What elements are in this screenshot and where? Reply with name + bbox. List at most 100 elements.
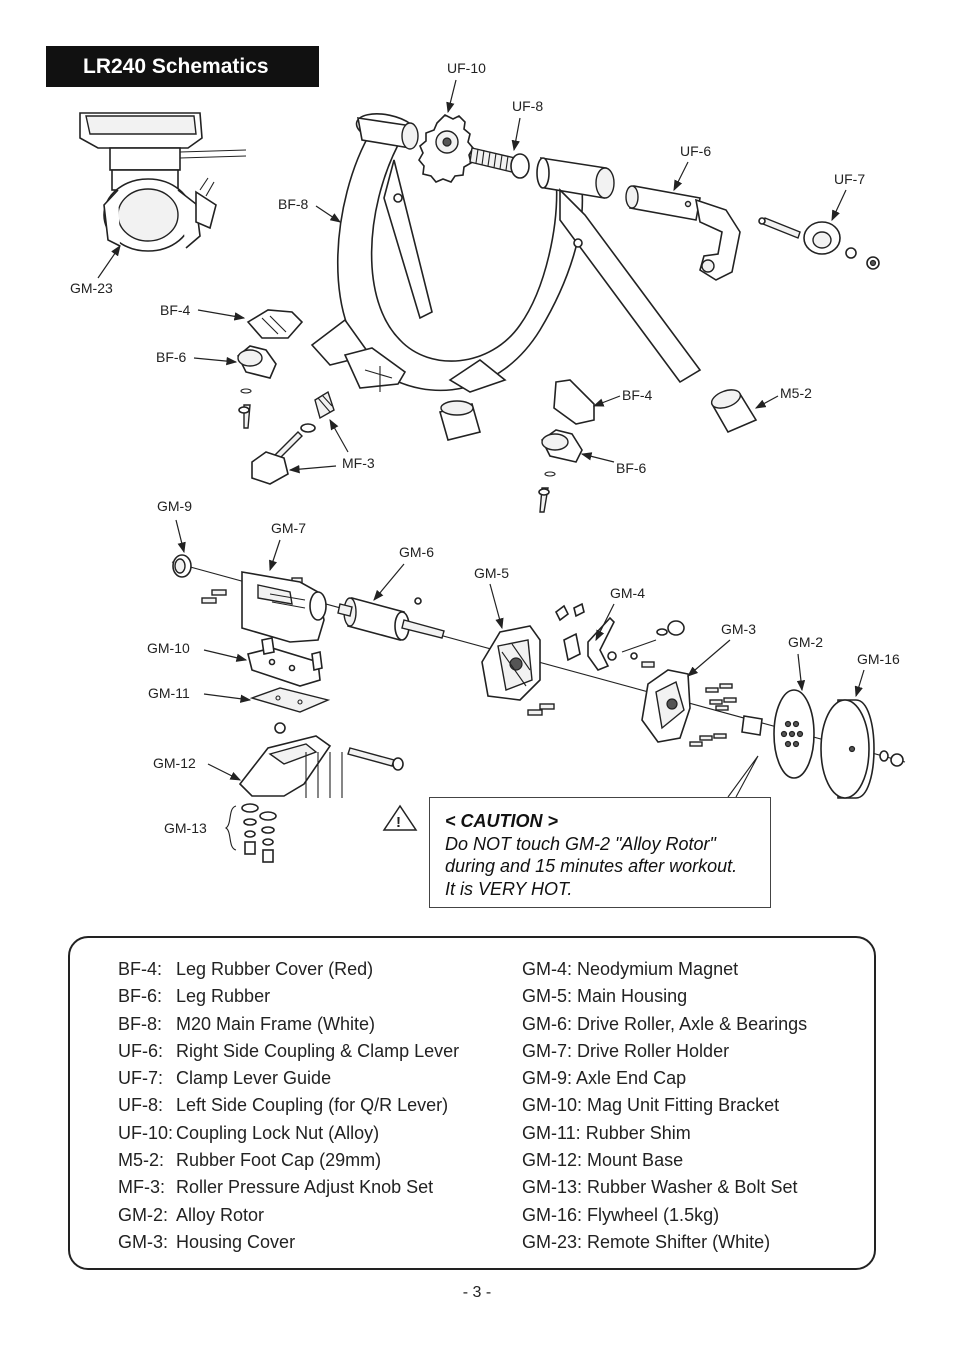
flywheel-drawing — [820, 699, 904, 799]
exploded-schematic: ! UF-10 UF-8 UF-6 UF-7 BF-8 GM-23 BF-4 B… — [70, 60, 906, 863]
part-code: GM-7: — [522, 1040, 573, 1061]
leg-rubber-right-drawing — [538, 379, 595, 513]
part-name: Mag Unit Fitting Bracket — [587, 1095, 780, 1116]
part-code: MF-3: — [118, 1177, 165, 1198]
list-item: BF-6: Leg Rubber — [118, 983, 459, 1010]
rubber-shim-drawing — [249, 687, 331, 713]
drive-roller-holder-drawing — [241, 571, 327, 643]
part-code: GM-12: — [522, 1150, 583, 1171]
label-uf-10: UF-10 — [447, 60, 486, 76]
list-item: GM-10: Mag Unit Fitting Bracket — [522, 1092, 807, 1119]
part-name: Neodymium Magnet — [577, 959, 739, 979]
part-code: UF-7: — [118, 1068, 163, 1089]
caution-symbol-icon — [382, 804, 418, 831]
part-code: GM-4: — [522, 959, 573, 979]
label-gm-23: GM-23 — [70, 280, 113, 296]
label-bf-4-left: BF-4 — [160, 302, 191, 318]
part-code: GM-2: — [118, 1204, 169, 1225]
list-item: UF-6: Right Side Coupling & Clamp Lever — [118, 1038, 459, 1065]
main-housing-drawing — [481, 625, 541, 701]
part-name: Left Side Coupling (for Q/R Lever) — [176, 1095, 449, 1116]
label-gm-11: GM-11 — [148, 685, 190, 701]
label-gm-13: GM-13 — [164, 820, 207, 836]
part-name: Right Side Coupling & Clamp Lever — [176, 1040, 460, 1061]
list-item: M5-2: Rubber Foot Cap (29mm) — [118, 1147, 459, 1174]
housing-cover-drawing — [641, 669, 691, 743]
part-code: M5-2: — [118, 1150, 165, 1171]
part-name: Rubber Shim — [585, 1122, 691, 1143]
list-item: GM-5: Main Housing — [522, 983, 807, 1010]
label-gm-10: GM-10 — [147, 640, 190, 656]
part-name: Leg Rubber — [176, 986, 271, 1007]
label-gm-16: GM-16 — [857, 651, 900, 667]
label-uf-8: UF-8 — [512, 98, 543, 114]
parts-list-left-column: BF-4: Leg Rubber Cover (Red) BF-6: Leg Rub… — [118, 956, 459, 1256]
drive-roller-drawing — [337, 596, 445, 642]
label-gm-2: GM-2 — [788, 634, 823, 650]
label-gm-7: GM-7 — [271, 520, 306, 536]
part-code: UF-6: — [118, 1040, 163, 1061]
part-name: Rubber Washer & Bolt Set — [587, 1177, 798, 1198]
parts-list-right-column: GM-4: Neodymium Magnet GM-5: Main Housin… — [522, 956, 807, 1256]
page-title: LR240 Schematics — [46, 46, 319, 87]
list-item: BF-4: Leg Rubber Cover (Red) — [118, 956, 459, 983]
mount-base-drawing — [238, 722, 404, 798]
part-name: Main Housing — [577, 986, 688, 1007]
part-name: Rubber Foot Cap (29mm) — [176, 1150, 382, 1171]
list-item: GM-12: Mount Base — [522, 1147, 807, 1174]
fitting-bracket-drawing — [247, 637, 323, 687]
caution-line-2: during and 15 minutes after workout. — [445, 856, 738, 876]
part-code: GM-6: — [522, 1013, 573, 1034]
part-name: Alloy Rotor — [176, 1204, 265, 1225]
caution-line-3: It is VERY HOT. — [445, 878, 573, 899]
remote-shifter-drawing — [79, 112, 247, 252]
small-screws-drawing — [201, 577, 737, 747]
caution-pointer — [727, 755, 759, 798]
part-name: Axle End Cap — [576, 1068, 687, 1089]
part-code: GM-13: — [522, 1177, 583, 1198]
part-code: GM-9: — [522, 1068, 573, 1089]
part-code: GM-10: — [522, 1095, 583, 1116]
label-gm-12: GM-12 — [153, 755, 196, 771]
main-frame-drawing — [310, 113, 702, 441]
label-gm-9: GM-9 — [157, 498, 192, 514]
list-item: GM-7: Drive Roller Holder — [522, 1038, 807, 1065]
label-uf-6: UF-6 — [680, 143, 711, 159]
parts-list: BF-4: Leg Rubber Cover (Red) BF-6: Leg Rub… — [68, 936, 876, 1270]
part-code: GM-5: — [522, 986, 573, 1007]
part-name: Flywheel (1.5kg) — [587, 1204, 720, 1225]
list-item: UF-10:Coupling Lock Nut (Alloy) — [118, 1120, 459, 1147]
rubber-foot-cap-drawing — [710, 389, 758, 434]
list-item: GM-13: Rubber Washer & Bolt Set — [522, 1174, 807, 1201]
part-code: GM-23: — [522, 1231, 583, 1252]
label-uf-7: UF-7 — [834, 171, 865, 187]
list-item: GM-3: Housing Cover — [118, 1229, 459, 1256]
part-name: Remote Shifter (White) — [587, 1231, 771, 1252]
part-code: BF-4: — [118, 959, 163, 979]
washer-bolt-set-drawing — [225, 803, 277, 863]
coupling-lock-nut-drawing — [418, 114, 474, 183]
part-code: GM-3: — [118, 1231, 169, 1252]
label-bf-6-right: BF-6 — [616, 460, 647, 476]
part-name: Leg Rubber Cover (Red) — [176, 959, 374, 979]
part-code: BF-8: — [118, 1013, 163, 1034]
part-name: Housing Cover — [176, 1231, 296, 1252]
label-gm-4: GM-4 — [610, 585, 645, 601]
part-code: GM-16: — [522, 1204, 583, 1225]
list-item: GM-6: Drive Roller, Axle & Bearings — [522, 1011, 807, 1038]
part-name: Coupling Lock Nut (Alloy) — [176, 1122, 380, 1143]
caution-line-1: Do NOT touch GM-2 "Alloy Rotor" — [445, 833, 716, 854]
caution-symbol: ! — [396, 814, 401, 831]
part-code: BF-6: — [118, 986, 163, 1007]
label-gm-3: GM-3 — [721, 621, 756, 637]
part-name: Drive Roller, Axle & Bearings — [577, 1013, 808, 1034]
axle-end-cap-drawing — [172, 554, 192, 578]
label-bf-8: BF-8 — [278, 196, 309, 212]
list-item: UF-7:Clamp Lever Guide — [118, 1065, 459, 1092]
list-item: GM-4: Neodymium Magnet — [522, 956, 807, 983]
page-number: - 3 - — [462, 1284, 492, 1301]
part-code: UF-8: — [118, 1095, 163, 1116]
part-code: GM-11: — [522, 1122, 581, 1143]
pressure-knob-drawing — [251, 390, 335, 485]
label-mf-3: MF-3 — [342, 455, 375, 471]
